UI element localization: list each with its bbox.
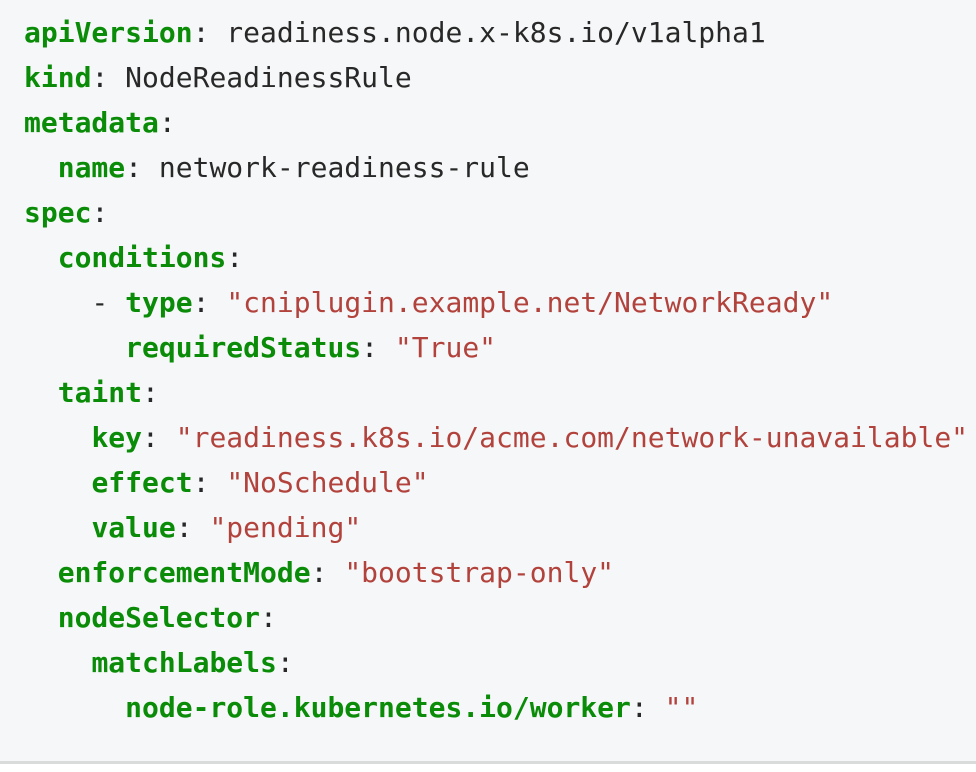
yaml-key-token: effect — [91, 466, 193, 499]
yaml-plain-token: : — [142, 376, 159, 409]
yaml-string-token: "bootstrap-only" — [344, 556, 615, 589]
yaml-plain-token — [24, 556, 58, 589]
yaml-string-token: "NoSchedule" — [226, 466, 429, 499]
code-line: conditions: — [24, 235, 976, 280]
yaml-plain-token: : — [276, 646, 294, 679]
yaml-key-token: kind — [24, 61, 92, 94]
yaml-plain-token — [24, 151, 58, 184]
code-line: apiVersion: readiness.node.x-k8s.io/v1al… — [24, 10, 976, 55]
code-line: name: network-readiness-rule — [24, 145, 976, 190]
yaml-key-token: matchLabels — [91, 646, 277, 679]
yaml-plain-token — [24, 241, 58, 274]
yaml-plain-token — [24, 691, 125, 724]
yaml-plain-token: : readiness.node.x-k8s.io/v1alpha1 — [192, 16, 766, 49]
yaml-plain-token: : network-readiness-rule — [125, 151, 530, 184]
yaml-plain-token: : — [142, 421, 176, 454]
code-line: matchLabels: — [24, 640, 976, 685]
yaml-plain-token — [24, 331, 125, 364]
yaml-key-token: metadata — [24, 106, 159, 139]
code-line: requiredStatus: "True" — [24, 325, 976, 370]
code-line: value: "pending" — [24, 505, 976, 550]
yaml-plain-token: : — [192, 466, 227, 499]
yaml-plain-token: : — [630, 691, 665, 724]
code-line: key: "readiness.k8s.io/acme.com/network-… — [24, 415, 976, 460]
yaml-plain-token: : — [91, 196, 109, 229]
yaml-plain-token: : — [310, 556, 345, 589]
code-content: apiVersion: readiness.node.x-k8s.io/v1al… — [24, 10, 976, 730]
yaml-plain-token — [24, 646, 91, 679]
yaml-key-token: taint — [57, 376, 143, 409]
yaml-plain-token — [24, 601, 58, 634]
yaml-key-token: key — [91, 421, 143, 454]
code-line: enforcementMode: "bootstrap-only" — [24, 550, 976, 595]
code-line: - type: "cniplugin.example.net/NetworkRe… — [24, 280, 976, 325]
code-line: kind: NodeReadinessRule — [24, 55, 976, 100]
code-line: nodeSelector: — [24, 595, 976, 640]
yaml-plain-token — [24, 421, 91, 454]
yaml-plain-token: : — [158, 106, 176, 139]
code-line: spec: — [24, 190, 976, 235]
yaml-plain-token: : — [226, 241, 244, 274]
yaml-plain-token: - — [24, 286, 126, 319]
code-line: metadata: — [24, 100, 976, 145]
yaml-plain-token: : — [361, 331, 395, 364]
yaml-plain-token: : — [192, 286, 227, 319]
yaml-plain-token: : — [175, 511, 210, 544]
yaml-string-token: "cniplugin.example.net/NetworkReady" — [226, 286, 834, 319]
yaml-key-token: name — [57, 151, 126, 184]
yaml-string-token: "pending" — [209, 511, 362, 544]
code-line: node-role.kubernetes.io/worker: "" — [24, 685, 976, 730]
yaml-plain-token — [24, 466, 91, 499]
code-line: taint: — [24, 370, 976, 415]
code-line: effect: "NoSchedule" — [24, 460, 976, 505]
yaml-key-token: spec — [24, 196, 92, 229]
yaml-key-token: value — [91, 511, 176, 544]
yaml-key-token: conditions — [57, 241, 227, 274]
yaml-plain-token: : NodeReadinessRule — [91, 61, 412, 94]
yaml-plain-token — [24, 511, 91, 544]
yaml-key-token: enforcementMode — [57, 556, 311, 589]
yaml-plain-token: : — [260, 601, 277, 634]
yaml-key-token: requiredStatus — [125, 331, 362, 364]
yaml-key-token: type — [125, 286, 193, 319]
yaml-key-token: apiVersion — [24, 16, 193, 49]
yaml-string-token: "" — [664, 691, 699, 724]
yaml-key-token: nodeSelector — [57, 601, 261, 634]
yaml-plain-token — [24, 376, 58, 409]
yaml-string-token: "True" — [394, 331, 497, 364]
yaml-key-token: node-role.kubernetes.io/worker — [125, 691, 631, 724]
yaml-string-token: "readiness.k8s.io/acme.com/network-unava… — [175, 421, 969, 454]
